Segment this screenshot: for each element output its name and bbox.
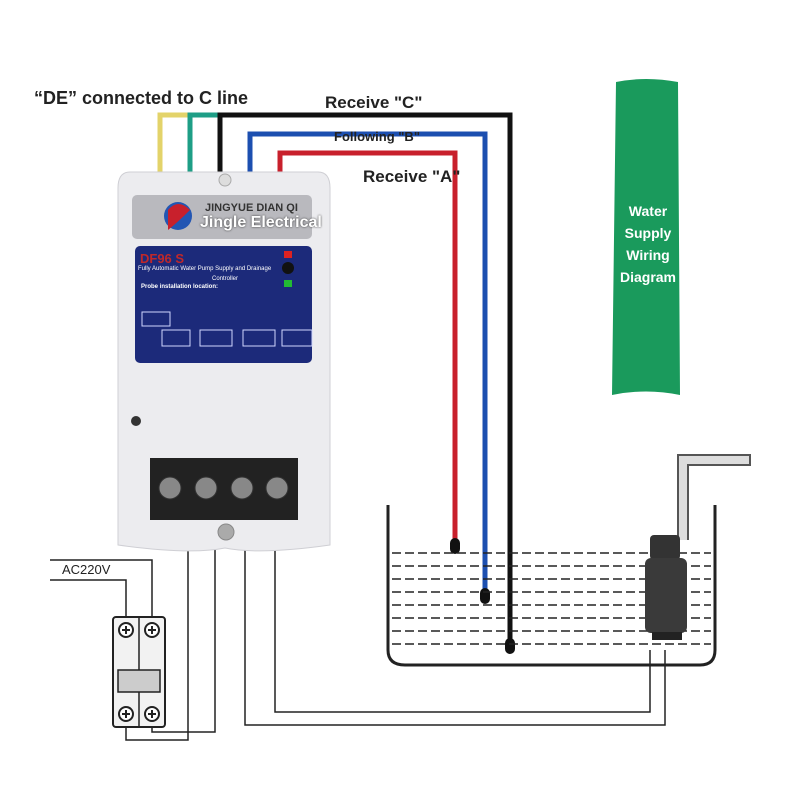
controller-description: Fully Automatic Water Pump Supply and Dr…	[138, 266, 272, 272]
power-wire-1	[125, 540, 189, 741]
model-number: DF96 S	[140, 251, 185, 266]
following-b-label: Following "B"	[334, 129, 420, 144]
receive-a-label: Receive "A"	[363, 167, 461, 186]
yellow-wire	[157, 112, 188, 188]
green-wire	[187, 112, 220, 188]
power-wire-2	[151, 540, 216, 733]
controller-description-2: Controller	[212, 276, 239, 282]
pump-wire-1	[244, 540, 666, 726]
brand-pinyin: JINGYUE DIAN QI	[205, 202, 298, 214]
receive-c-label: Receive "C"	[325, 93, 423, 112]
pump-wire-2	[274, 540, 651, 713]
water-tank	[386, 505, 717, 667]
power-supply-label: AC220V	[62, 562, 111, 577]
ac-line-2	[50, 559, 153, 618]
red-wire-a	[277, 150, 458, 545]
green-banner	[612, 79, 680, 395]
submersible-pump	[645, 535, 687, 640]
brand-name: Jingle Electrical	[200, 214, 322, 231]
probe-c	[505, 638, 515, 654]
outlet-pipe	[677, 454, 751, 540]
circuit-breaker	[112, 616, 166, 728]
probe-b	[480, 588, 490, 604]
banner-title: Water Supply Wiring Diagram	[619, 203, 677, 285]
de-connection-label: “DE” connected to C line	[34, 88, 249, 108]
ac-line-1	[50, 579, 127, 618]
probe-location-label: Probe installation location:	[141, 284, 219, 290]
black-wire-c	[217, 112, 513, 645]
probe-a	[450, 538, 460, 554]
controller-unit	[117, 171, 331, 552]
blue-wire-b	[247, 131, 488, 595]
